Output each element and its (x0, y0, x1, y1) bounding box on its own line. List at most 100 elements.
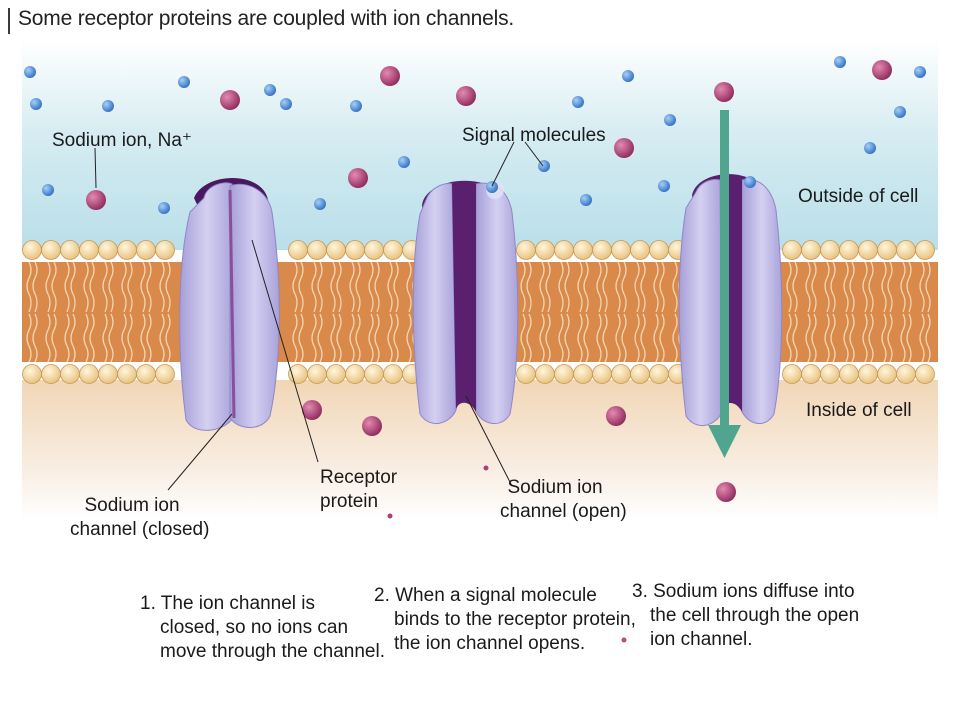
step3-line-2: the cell through the open (650, 605, 860, 626)
sodium-ion (872, 60, 892, 80)
phospholipid-head (630, 240, 650, 260)
phospholipid-head (592, 240, 612, 260)
phospholipid-head (649, 240, 669, 260)
receptor-line-2: protein (320, 491, 379, 512)
receptor-protein-closed (179, 178, 280, 431)
step1-line-1: 1. The ion channel is (140, 593, 315, 614)
label-channel-closed: Sodium ion channel (closed) (70, 494, 209, 542)
lipid-tail (83, 261, 89, 313)
title-marker (8, 8, 10, 34)
phospholipid-head (307, 240, 327, 260)
lipid-tail (526, 261, 532, 313)
lipid-tail (849, 313, 855, 363)
lipid-tail (520, 313, 526, 363)
lipid-tail (634, 313, 640, 363)
lipid-tail (672, 313, 678, 363)
lipid-tail (292, 313, 298, 363)
phospholipid-head (307, 364, 327, 384)
lipid-tail (925, 313, 931, 363)
phospholipid-head (364, 364, 384, 384)
lipid-tail (64, 313, 70, 363)
signal-molecule (158, 202, 170, 214)
phospholipid-head (345, 364, 365, 384)
lipid-tail (881, 313, 887, 363)
phospholipid-head (592, 364, 612, 384)
lipid-tail (653, 313, 659, 363)
phospholipid-head (98, 240, 118, 260)
lipid-tail (311, 313, 317, 363)
phospholipid-head (630, 364, 650, 384)
sodium-ion (220, 90, 240, 110)
signal-molecule (572, 96, 584, 108)
lipid-tail (849, 261, 855, 313)
phospholipid-head (79, 364, 99, 384)
lipid-tail (108, 261, 114, 313)
step2-line-3: the ion channel opens. (394, 633, 586, 654)
phospholipid-head (839, 364, 859, 384)
receptor-protein-open (412, 180, 519, 424)
lipid-tail (146, 313, 152, 363)
lipid-tail (406, 261, 412, 313)
sodium-ion (348, 168, 368, 188)
lipid-tail (140, 261, 146, 313)
lipid-tail (349, 313, 355, 363)
lipid-tail (26, 313, 32, 363)
lipid-tail (868, 261, 874, 313)
lipid-tail (51, 261, 57, 313)
stray-particle (483, 465, 489, 471)
phospholipid-head (22, 240, 42, 260)
lipid-tail (615, 261, 621, 313)
signal-molecule (398, 156, 410, 168)
lipid-tail (355, 313, 361, 363)
lipid-tail (621, 261, 627, 313)
caption-step-1: 1. The ion channel is closed, so no ions… (140, 592, 385, 664)
step1-line-2: closed, so no ions can (160, 617, 349, 638)
lipid-tail (925, 261, 931, 313)
lipid-tail (862, 313, 868, 363)
signal-molecule (622, 70, 634, 82)
signal-molecule (314, 198, 326, 210)
step2-line-1: 2. When a signal molecule (374, 585, 597, 606)
lipid-tail (545, 261, 551, 313)
lipid-tail (406, 313, 412, 363)
phospholipid-head (41, 364, 61, 384)
lipid-tail (558, 261, 564, 313)
phospholipid-head (516, 364, 536, 384)
label-signal-molecules: Signal molecules (462, 125, 606, 146)
phospholipid-head (117, 364, 137, 384)
label-outside-cell: Outside of cell (798, 186, 919, 207)
lipid-tail (349, 261, 355, 313)
lipid-tail (336, 313, 342, 363)
lipid-tail (805, 261, 811, 313)
lipid-tail (558, 313, 564, 363)
lipid-tail (51, 313, 57, 363)
leader-receptor (251, 239, 319, 463)
lipid-tail (577, 261, 583, 313)
lipid-tail (317, 313, 323, 363)
phospholipid-head (839, 240, 859, 260)
signal-molecule (834, 56, 846, 68)
phospholipid-head (877, 240, 897, 260)
step3-line-3: ion channel. (650, 629, 753, 650)
phospholipid-head (535, 240, 555, 260)
lipid-tail (32, 261, 38, 313)
leader-closed (167, 413, 233, 491)
phospholipid-head (782, 240, 802, 260)
phospholipid-head (896, 364, 916, 384)
phospholipid-head (611, 364, 631, 384)
lipid-tail (89, 261, 95, 313)
phospholipid-head (820, 240, 840, 260)
sodium-ion (302, 400, 322, 420)
lipid-tail (330, 313, 336, 363)
lipid-tail (564, 313, 570, 363)
lipid-tail (805, 313, 811, 363)
signal-molecule (664, 114, 676, 126)
lipid-tail (355, 261, 361, 313)
leader-sodium-ion (94, 147, 97, 189)
lipid-tail (539, 313, 545, 363)
sodium-ion (86, 190, 106, 210)
label-channel-open: Sodium ion channel (open) (500, 476, 627, 524)
lipid-tail (830, 313, 836, 363)
lipid-tail (906, 313, 912, 363)
lipid-tail (368, 313, 374, 363)
